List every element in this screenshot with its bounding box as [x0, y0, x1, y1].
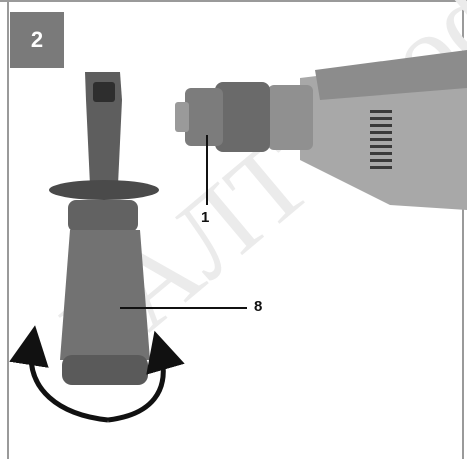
callout-label-handle: 8 [254, 298, 263, 315]
rotate-right-arrow-icon [107, 330, 185, 423]
figure-number-badge: 2 [10, 12, 64, 68]
rotate-left-arrow-icon [9, 325, 109, 423]
callout-label-chuck: 1 [201, 209, 210, 226]
drill-chuck [175, 82, 270, 152]
frame-top-rule [0, 0, 467, 2]
vent-slots [370, 110, 392, 169]
auxiliary-handle [49, 72, 159, 385]
frame-right-rule [462, 0, 464, 459]
leader-lines [120, 135, 247, 309]
drill-body [268, 50, 467, 210]
frame-left-rule [7, 0, 9, 459]
